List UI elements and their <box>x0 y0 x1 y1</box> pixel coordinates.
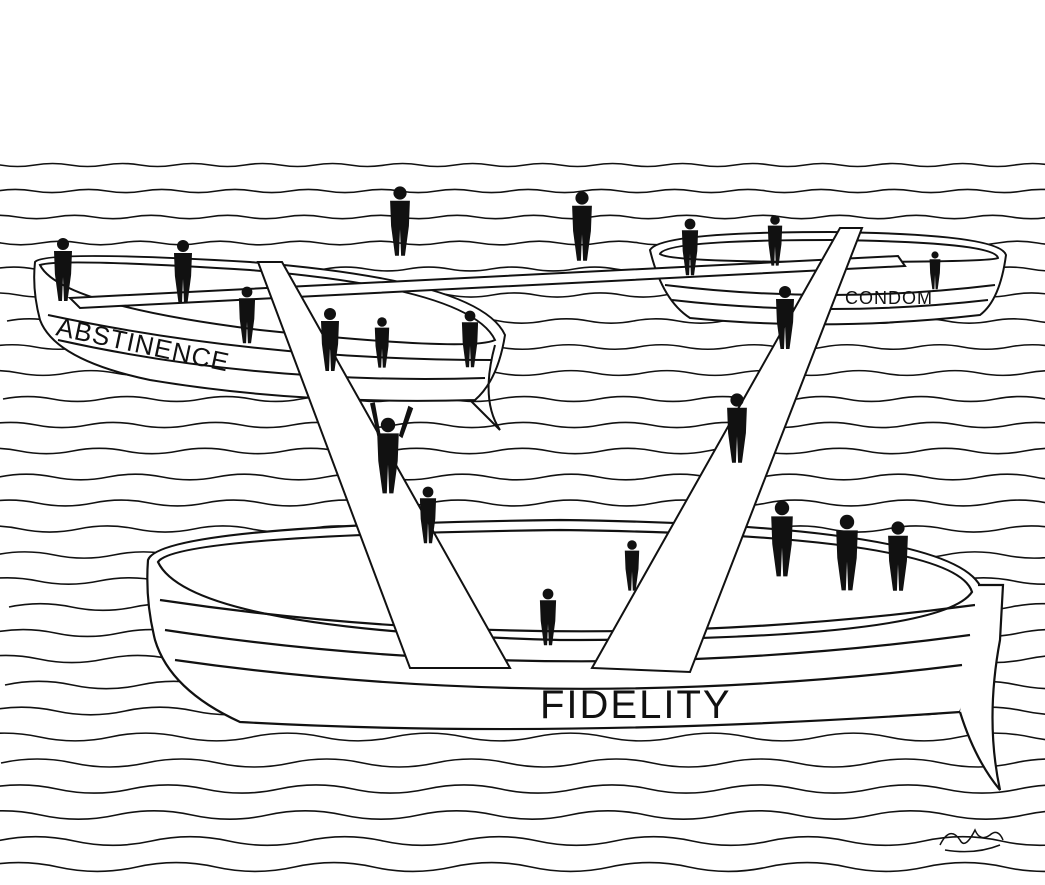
person-silhouette <box>321 308 339 371</box>
right-plank <box>590 227 864 674</box>
person-silhouette <box>771 500 793 577</box>
person-silhouette <box>767 215 783 266</box>
person-silhouette <box>624 540 640 591</box>
person-silhouette <box>572 191 592 261</box>
person-silhouette <box>929 251 941 290</box>
person-silhouette <box>374 317 390 368</box>
person-silhouette <box>776 286 794 349</box>
condom-label: CONDOM <box>845 288 933 308</box>
person-silhouette <box>370 402 414 494</box>
fidelity-boat: FIDELITY <box>146 518 1005 791</box>
person-silhouette <box>54 238 72 301</box>
person-silhouette <box>727 393 747 463</box>
people-silhouettes <box>54 186 941 646</box>
person-silhouette <box>836 514 858 591</box>
person-silhouette <box>174 240 192 303</box>
person-silhouette <box>888 521 908 591</box>
person-silhouette <box>238 286 256 344</box>
person-silhouette <box>390 186 410 256</box>
person-silhouette <box>681 218 699 276</box>
artist-signature <box>939 828 1004 853</box>
fidelity-label: FIDELITY <box>540 683 732 727</box>
person-silhouette <box>419 486 437 544</box>
person-silhouette <box>539 588 557 646</box>
person-silhouette <box>461 310 479 368</box>
